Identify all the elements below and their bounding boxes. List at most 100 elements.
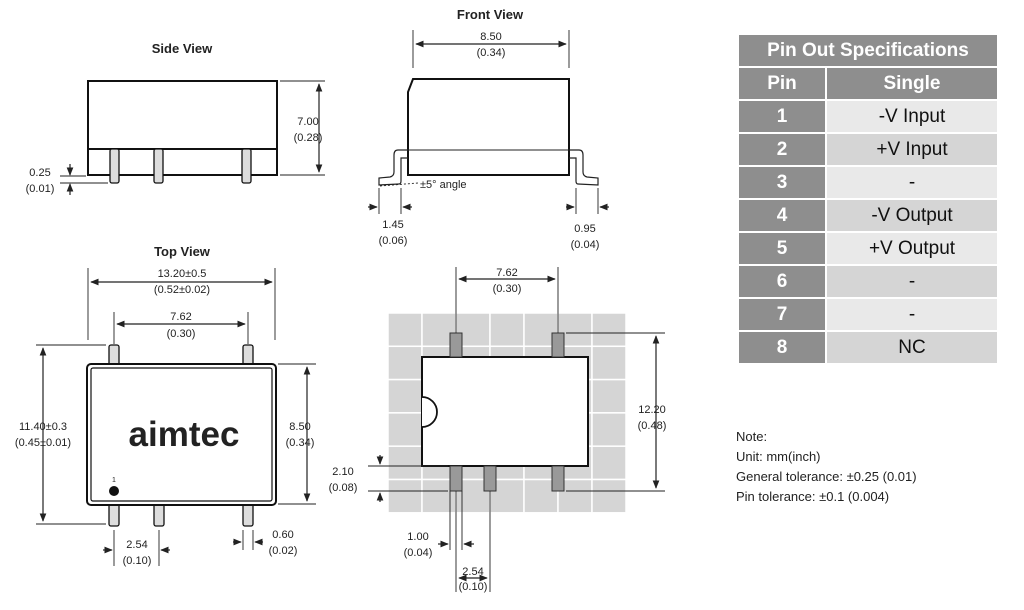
side-standoff-in: (0.01) — [26, 183, 55, 195]
grid-cell — [591, 412, 627, 447]
footprint-span-in: (0.30) — [493, 283, 522, 295]
pin-function: -V Output — [825, 198, 999, 233]
footprint-padw-in: (0.04) — [404, 547, 433, 559]
grid-cell — [489, 312, 525, 348]
top-view-body — [86, 363, 277, 506]
grid-cell — [591, 378, 627, 414]
top-width-mm: 13.20±0.5 — [158, 268, 207, 280]
top-pin — [108, 503, 120, 527]
pin-function: - — [825, 165, 999, 200]
front-angle-label: ±5° angle — [420, 179, 467, 191]
pin-number: 7 — [737, 297, 827, 332]
pin-number: 6 — [737, 264, 827, 299]
footprint-height-in: (0.48) — [638, 420, 667, 432]
brand-logo: aimtec — [129, 415, 240, 454]
top-pinspan-mm: 7.62 — [170, 311, 191, 323]
footprint-pad — [551, 465, 565, 492]
footprint-padlen-mm: 2.10 — [332, 466, 353, 478]
pinout-col-pin: Pin — [737, 66, 827, 101]
pin-function: +V Output — [825, 231, 999, 266]
pin-function: - — [825, 264, 999, 299]
top-pinwidth-mm: 0.60 — [272, 529, 293, 541]
top-pitch-in: (0.10) — [123, 555, 152, 567]
grid-cell — [591, 445, 627, 481]
side-standoff-mm: 0.25 — [29, 167, 50, 179]
grid-cell — [523, 478, 559, 514]
footprint-notch — [421, 396, 438, 428]
grid-cell — [387, 345, 423, 381]
top-bodyheight-mm: 8.50 — [289, 421, 310, 433]
grid-cell — [591, 478, 627, 514]
pin-number: 8 — [737, 330, 827, 365]
pin-number: 4 — [737, 198, 827, 233]
pinout-table-title: Pin Out Specifications — [737, 33, 999, 68]
pinout-table: Pin Out Specifications Pin Single 1-V In… — [737, 33, 999, 365]
footprint-padw-mm: 1.00 — [407, 531, 428, 543]
pin-number: 2 — [737, 132, 827, 167]
side-height-mm: 7.00 — [297, 116, 318, 128]
footprint-pad — [449, 332, 463, 358]
notes-title: Note: — [736, 429, 768, 444]
grid-cell — [387, 378, 423, 414]
footprint-span-mm: 7.62 — [496, 267, 517, 279]
side-view-title: Side View — [152, 41, 213, 56]
front-view: Front View 8.50 (0.34) ±5° angle 1.45 (0… — [368, 7, 609, 251]
side-view-pin — [109, 148, 120, 184]
pin-number: 1 — [737, 99, 827, 134]
side-height-in: (0.28) — [294, 132, 323, 144]
grid-cell — [387, 412, 423, 447]
top-height-mm: 11.40±0.3 — [19, 421, 67, 433]
footprint-pitch-mm: 2.54 — [462, 566, 483, 578]
footprint-pad — [483, 465, 497, 492]
front-foot-left-mm: 1.45 — [382, 219, 403, 231]
notes-unit: Unit: mm(inch) — [736, 449, 821, 464]
table-row: 2+V Input — [737, 132, 999, 167]
top-width-in: (0.52±0.02) — [154, 284, 210, 296]
pin-function: +V Input — [825, 132, 999, 167]
table-row: 5+V Output — [737, 231, 999, 266]
footprint-pitch-in: (0.10) — [459, 581, 488, 593]
top-pin — [242, 344, 254, 366]
grid-cell — [591, 345, 627, 381]
side-view: Side View 7.00 (0.28) 0.25 (0.01) — [26, 41, 325, 195]
footprint-view: 7.62 (0.30) 12.20 (0.48) 2.10 (0.08) 1.0… — [329, 267, 667, 593]
front-right-lead — [569, 149, 599, 186]
top-height-in: (0.45±0.01) — [15, 437, 71, 449]
grid-cell — [387, 445, 423, 481]
footprint-outline — [421, 356, 589, 467]
table-row: 6- — [737, 264, 999, 299]
front-foot-left-in: (0.06) — [379, 235, 408, 247]
table-row: 7- — [737, 297, 999, 332]
front-width-mm: 8.50 — [480, 31, 501, 43]
grid-cell — [387, 312, 423, 348]
table-row: 1-V Input — [737, 99, 999, 134]
table-row: 3- — [737, 165, 999, 200]
table-row: 4-V Output — [737, 198, 999, 233]
pin-number: 3 — [737, 165, 827, 200]
top-view-title: Top View — [154, 244, 211, 259]
footprint-height-mm: 12.20 — [638, 404, 666, 416]
pin-function: - — [825, 297, 999, 332]
footprint-padlen-in: (0.08) — [329, 482, 358, 494]
footprint-pad — [551, 332, 565, 358]
pin-function: -V Input — [825, 99, 999, 134]
pin-function: NC — [825, 330, 999, 365]
front-foot-right-in: (0.04) — [571, 239, 600, 251]
grid-cell — [591, 312, 627, 348]
front-width-in: (0.34) — [477, 47, 506, 59]
side-view-body — [87, 80, 278, 150]
notes-pin-tolerance: Pin tolerance: ±0.1 (0.004) — [736, 489, 890, 504]
top-bodyheight-in: (0.34) — [286, 437, 315, 449]
top-pin — [108, 344, 120, 366]
top-view: Top View 13.20±0.5 (0.52±0.02) 7.62 (0.3… — [15, 244, 316, 567]
top-pinwidth-in: (0.02) — [269, 545, 298, 557]
side-view-pin — [153, 148, 164, 184]
pinout-col-single: Single — [825, 66, 999, 101]
top-pin — [153, 503, 165, 527]
pin-number: 5 — [737, 231, 827, 266]
front-view-title: Front View — [457, 7, 524, 22]
grid-cell — [387, 478, 423, 514]
top-pitch-mm: 2.54 — [126, 539, 147, 551]
notes-general-tolerance: General tolerance: ±0.25 (0.01) — [736, 469, 917, 484]
